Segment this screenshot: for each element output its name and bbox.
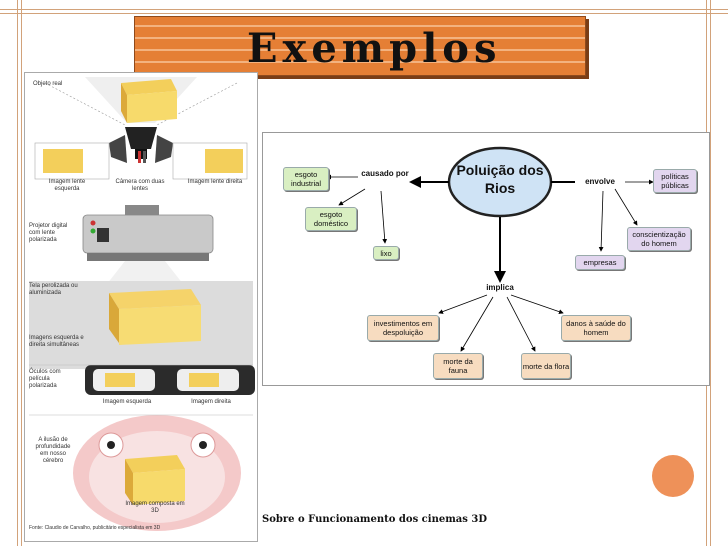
- guide-line-vertical-left: [17, 0, 18, 546]
- node-investimentos: investimentos em despoluição: [367, 315, 439, 341]
- node-danos: danos à saúde do homem: [561, 315, 631, 341]
- node-lixo: lixo: [373, 246, 399, 260]
- node-morte-fauna: morte da fauna: [433, 353, 483, 379]
- guide-line-vertical-left-2: [21, 0, 22, 546]
- guide-line-horizontal-top-2: [0, 13, 728, 14]
- label-projetor: Projetor digital com lente polarizada: [29, 223, 68, 243]
- concept-map: Poluição dos Rios causado por esgoto ind…: [262, 132, 710, 386]
- node-politicas-publicas: políticas públicas: [653, 169, 697, 193]
- label-imagens-simultaneas: Imagens esquerda e direita simultâneas: [29, 335, 84, 348]
- label-camera: Câmera com duas lentes: [115, 179, 165, 192]
- label-imagem-lente-esquerda: Imagem lente esquerda: [48, 179, 86, 192]
- label-imagem-lente-direita: Imagem lente direita: [187, 179, 243, 185]
- label-imagem-esquerda: Imagem esquerda: [102, 399, 152, 405]
- label-ilusao: A ilusão de profundidade em nosso cérebr…: [35, 437, 71, 464]
- slide-title: Exemplos: [247, 25, 502, 72]
- label-imagem-direita: Imagem direita: [191, 399, 231, 405]
- title-bar: Exemplos: [134, 16, 586, 76]
- link-causado-por: causado por: [361, 169, 409, 178]
- label-imagem-composta: Imagem composta em 3D: [125, 501, 185, 514]
- link-implica: implica: [486, 283, 514, 292]
- decorative-circle: [652, 455, 694, 497]
- node-esgoto-domestico: esgoto doméstico: [305, 207, 357, 231]
- label-tela: Tela perolizada ou aluminizada: [29, 283, 78, 296]
- node-esgoto-industrial: esgoto industrial: [283, 167, 329, 191]
- cinema-3d-diagram: Objeto real Imagem lente esquerda Câmera…: [24, 72, 258, 542]
- guide-line-horizontal-top: [0, 9, 728, 10]
- guide-line-vertical-right-2: [710, 0, 711, 546]
- label-oculos: Óculos com película polarizada: [29, 369, 61, 389]
- label-fonte: Fonte: Claudio de Carvalho, publicitário…: [29, 525, 161, 531]
- center-node-label: Poluição dos Rios: [456, 162, 544, 196]
- cinema-3d-illustration: [29, 77, 255, 531]
- slide-caption: Sobre o Funcionamento dos cinemas 3D: [262, 514, 487, 525]
- label-objeto-real: Objeto real: [33, 81, 63, 87]
- concept-map-connectors: [326, 146, 654, 352]
- node-morte-flora: morte da flora: [521, 353, 571, 379]
- link-envolve: envolve: [585, 177, 615, 186]
- node-conscientizacao: conscientização do homem: [627, 227, 691, 251]
- node-empresas: empresas: [575, 255, 625, 270]
